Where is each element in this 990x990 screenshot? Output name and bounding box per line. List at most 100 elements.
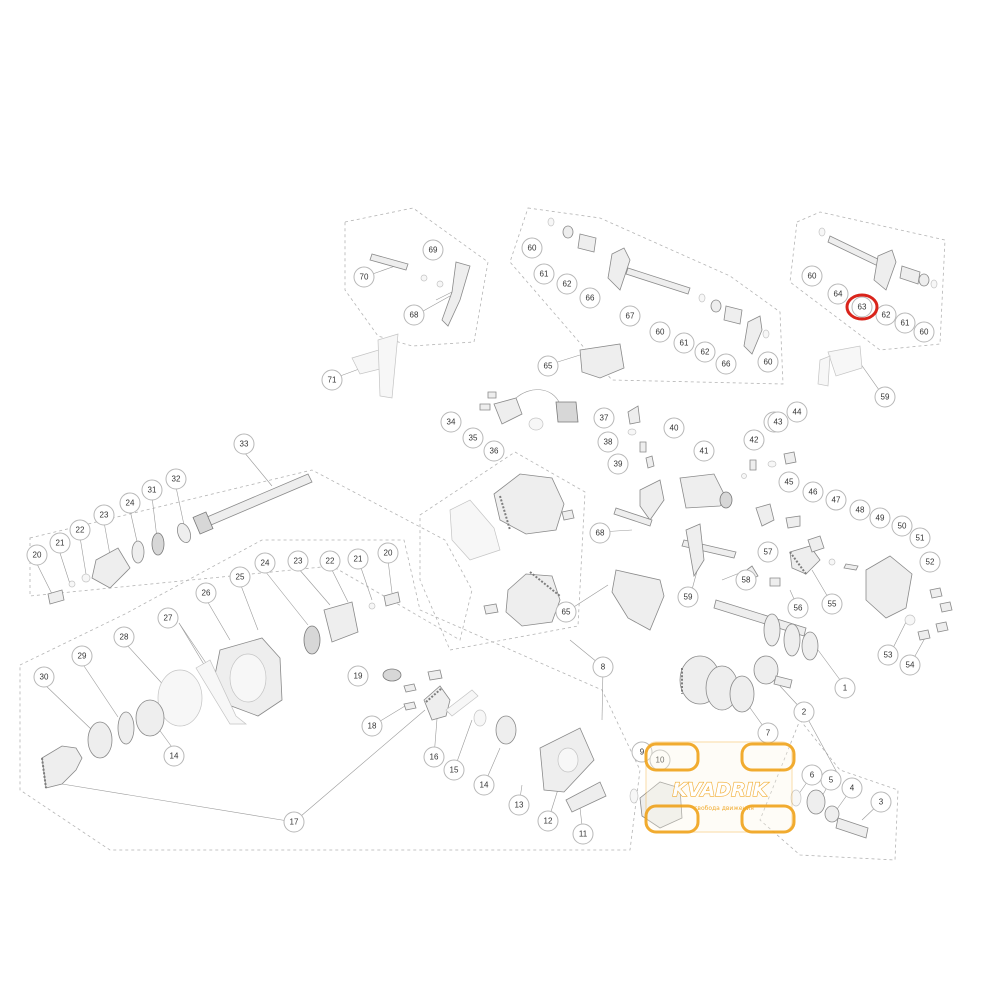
- callout-label: 22: [326, 557, 335, 566]
- callout-31: 31: [141, 479, 163, 501]
- callout-label: 71: [328, 376, 337, 385]
- callout-label: 59: [684, 593, 693, 602]
- callout-47: 47: [825, 489, 847, 511]
- callout-label: 63: [858, 303, 867, 312]
- group-outline-output-shaft: [29, 469, 473, 641]
- callout-68: 68: [403, 304, 425, 326]
- callout-16: 16: [423, 746, 445, 768]
- callout-34: 34: [440, 411, 462, 433]
- callout-label: 62: [701, 348, 710, 357]
- callout-label: 18: [368, 722, 377, 731]
- callout-label: 60: [808, 272, 817, 281]
- callout-label: 38: [604, 438, 613, 447]
- callout-label: 53: [884, 651, 893, 660]
- callout-label: 10: [656, 756, 665, 765]
- callout-label: 4: [850, 784, 855, 793]
- callout-label: 66: [722, 360, 731, 369]
- callout-label: 24: [261, 559, 270, 568]
- callout-label: 44: [793, 408, 802, 417]
- callout-71: 71: [321, 369, 343, 391]
- callout-67: 67: [619, 305, 641, 327]
- callout-label: 69: [429, 246, 438, 255]
- group-outline-pinion: [759, 719, 899, 861]
- callout-label: 17: [290, 818, 299, 827]
- callout-label: 36: [490, 447, 499, 456]
- callout-53: 53: [877, 644, 899, 666]
- callout-36: 36: [483, 440, 505, 462]
- callout-label: 55: [828, 600, 837, 609]
- group-outlines: [19, 207, 946, 861]
- callout-label: 22: [76, 526, 85, 535]
- callout-59: 59: [677, 586, 699, 608]
- watermark: KVADRIK свобода движения: [644, 741, 796, 834]
- callout-59: 59: [874, 386, 896, 408]
- housing-upper: [493, 473, 565, 535]
- callout-30: 30: [33, 666, 55, 688]
- callout-33: 33: [233, 433, 255, 455]
- callout-label: 51: [916, 534, 925, 543]
- callout-label: 26: [202, 589, 211, 598]
- callout-label: 14: [480, 781, 489, 790]
- callout-44: 44: [786, 401, 808, 423]
- callout-5: 5: [820, 769, 842, 791]
- group-outline-shift-fork-right: [789, 211, 946, 351]
- callout-label: 46: [809, 488, 818, 497]
- callout-label: 20: [33, 551, 42, 560]
- callout-17: 17: [283, 811, 305, 833]
- callout-label: 68: [410, 311, 419, 320]
- callout-58: 58: [735, 569, 757, 591]
- callout-label: 56: [794, 604, 803, 613]
- callout-28: 28: [113, 626, 135, 648]
- callout-label: 43: [774, 418, 783, 427]
- callout-label: 33: [240, 440, 249, 449]
- housing-lower: [505, 573, 561, 627]
- callout-label: 14: [170, 752, 179, 761]
- callout-41: 41: [693, 440, 715, 462]
- callout-label: 13: [515, 801, 524, 810]
- callout-label: 21: [56, 539, 65, 548]
- callout-label: 39: [614, 460, 623, 469]
- callout-22: 22: [319, 550, 341, 572]
- callout-label: 64: [834, 290, 843, 299]
- callout-label: 32: [172, 475, 181, 484]
- callout-38: 38: [597, 431, 619, 453]
- callout-15: 15: [443, 759, 465, 781]
- callout-60: 60: [649, 321, 671, 343]
- callout-21: 21: [347, 548, 369, 570]
- callout-6: 6: [801, 764, 823, 786]
- callout-4: 4: [841, 777, 863, 799]
- callout-45: 45: [778, 471, 800, 493]
- callout-label: 31: [148, 486, 157, 495]
- callout-1: 1: [834, 677, 856, 699]
- callout-label: 21: [354, 555, 363, 564]
- callout-61: 61: [673, 332, 695, 354]
- callout-32: 32: [165, 468, 187, 490]
- callout-52: 52: [919, 551, 941, 573]
- watermark-brand: KVADRIK: [672, 779, 768, 801]
- callout-label: 20: [384, 549, 393, 558]
- callout-label: 45: [785, 478, 794, 487]
- callout-label: 29: [78, 652, 87, 661]
- callout-65: 65: [555, 601, 577, 623]
- callout-62: 62: [875, 304, 897, 326]
- callout-label: 1: [843, 684, 848, 693]
- callout-48: 48: [849, 499, 871, 521]
- right-cover: [865, 555, 913, 619]
- callout-65: 65: [537, 355, 559, 377]
- callout-27: 27: [157, 607, 179, 629]
- callout-label: 59: [881, 393, 890, 402]
- callout-label: 7: [766, 729, 771, 738]
- callout-29: 29: [71, 645, 93, 667]
- callout-label: 50: [898, 522, 907, 531]
- callout-label: 70: [360, 273, 369, 282]
- group-outline-housing: [419, 451, 586, 651]
- callout-label: 60: [656, 328, 665, 337]
- callout-11: 11: [572, 823, 594, 845]
- callout-37: 37: [593, 407, 615, 429]
- callout-label: 16: [430, 753, 439, 762]
- callout-56: 56: [787, 597, 809, 619]
- callout-49: 49: [869, 507, 891, 529]
- callout-60: 60: [521, 237, 543, 259]
- callout-label: 6: [810, 771, 815, 780]
- drive-flange: [91, 547, 131, 589]
